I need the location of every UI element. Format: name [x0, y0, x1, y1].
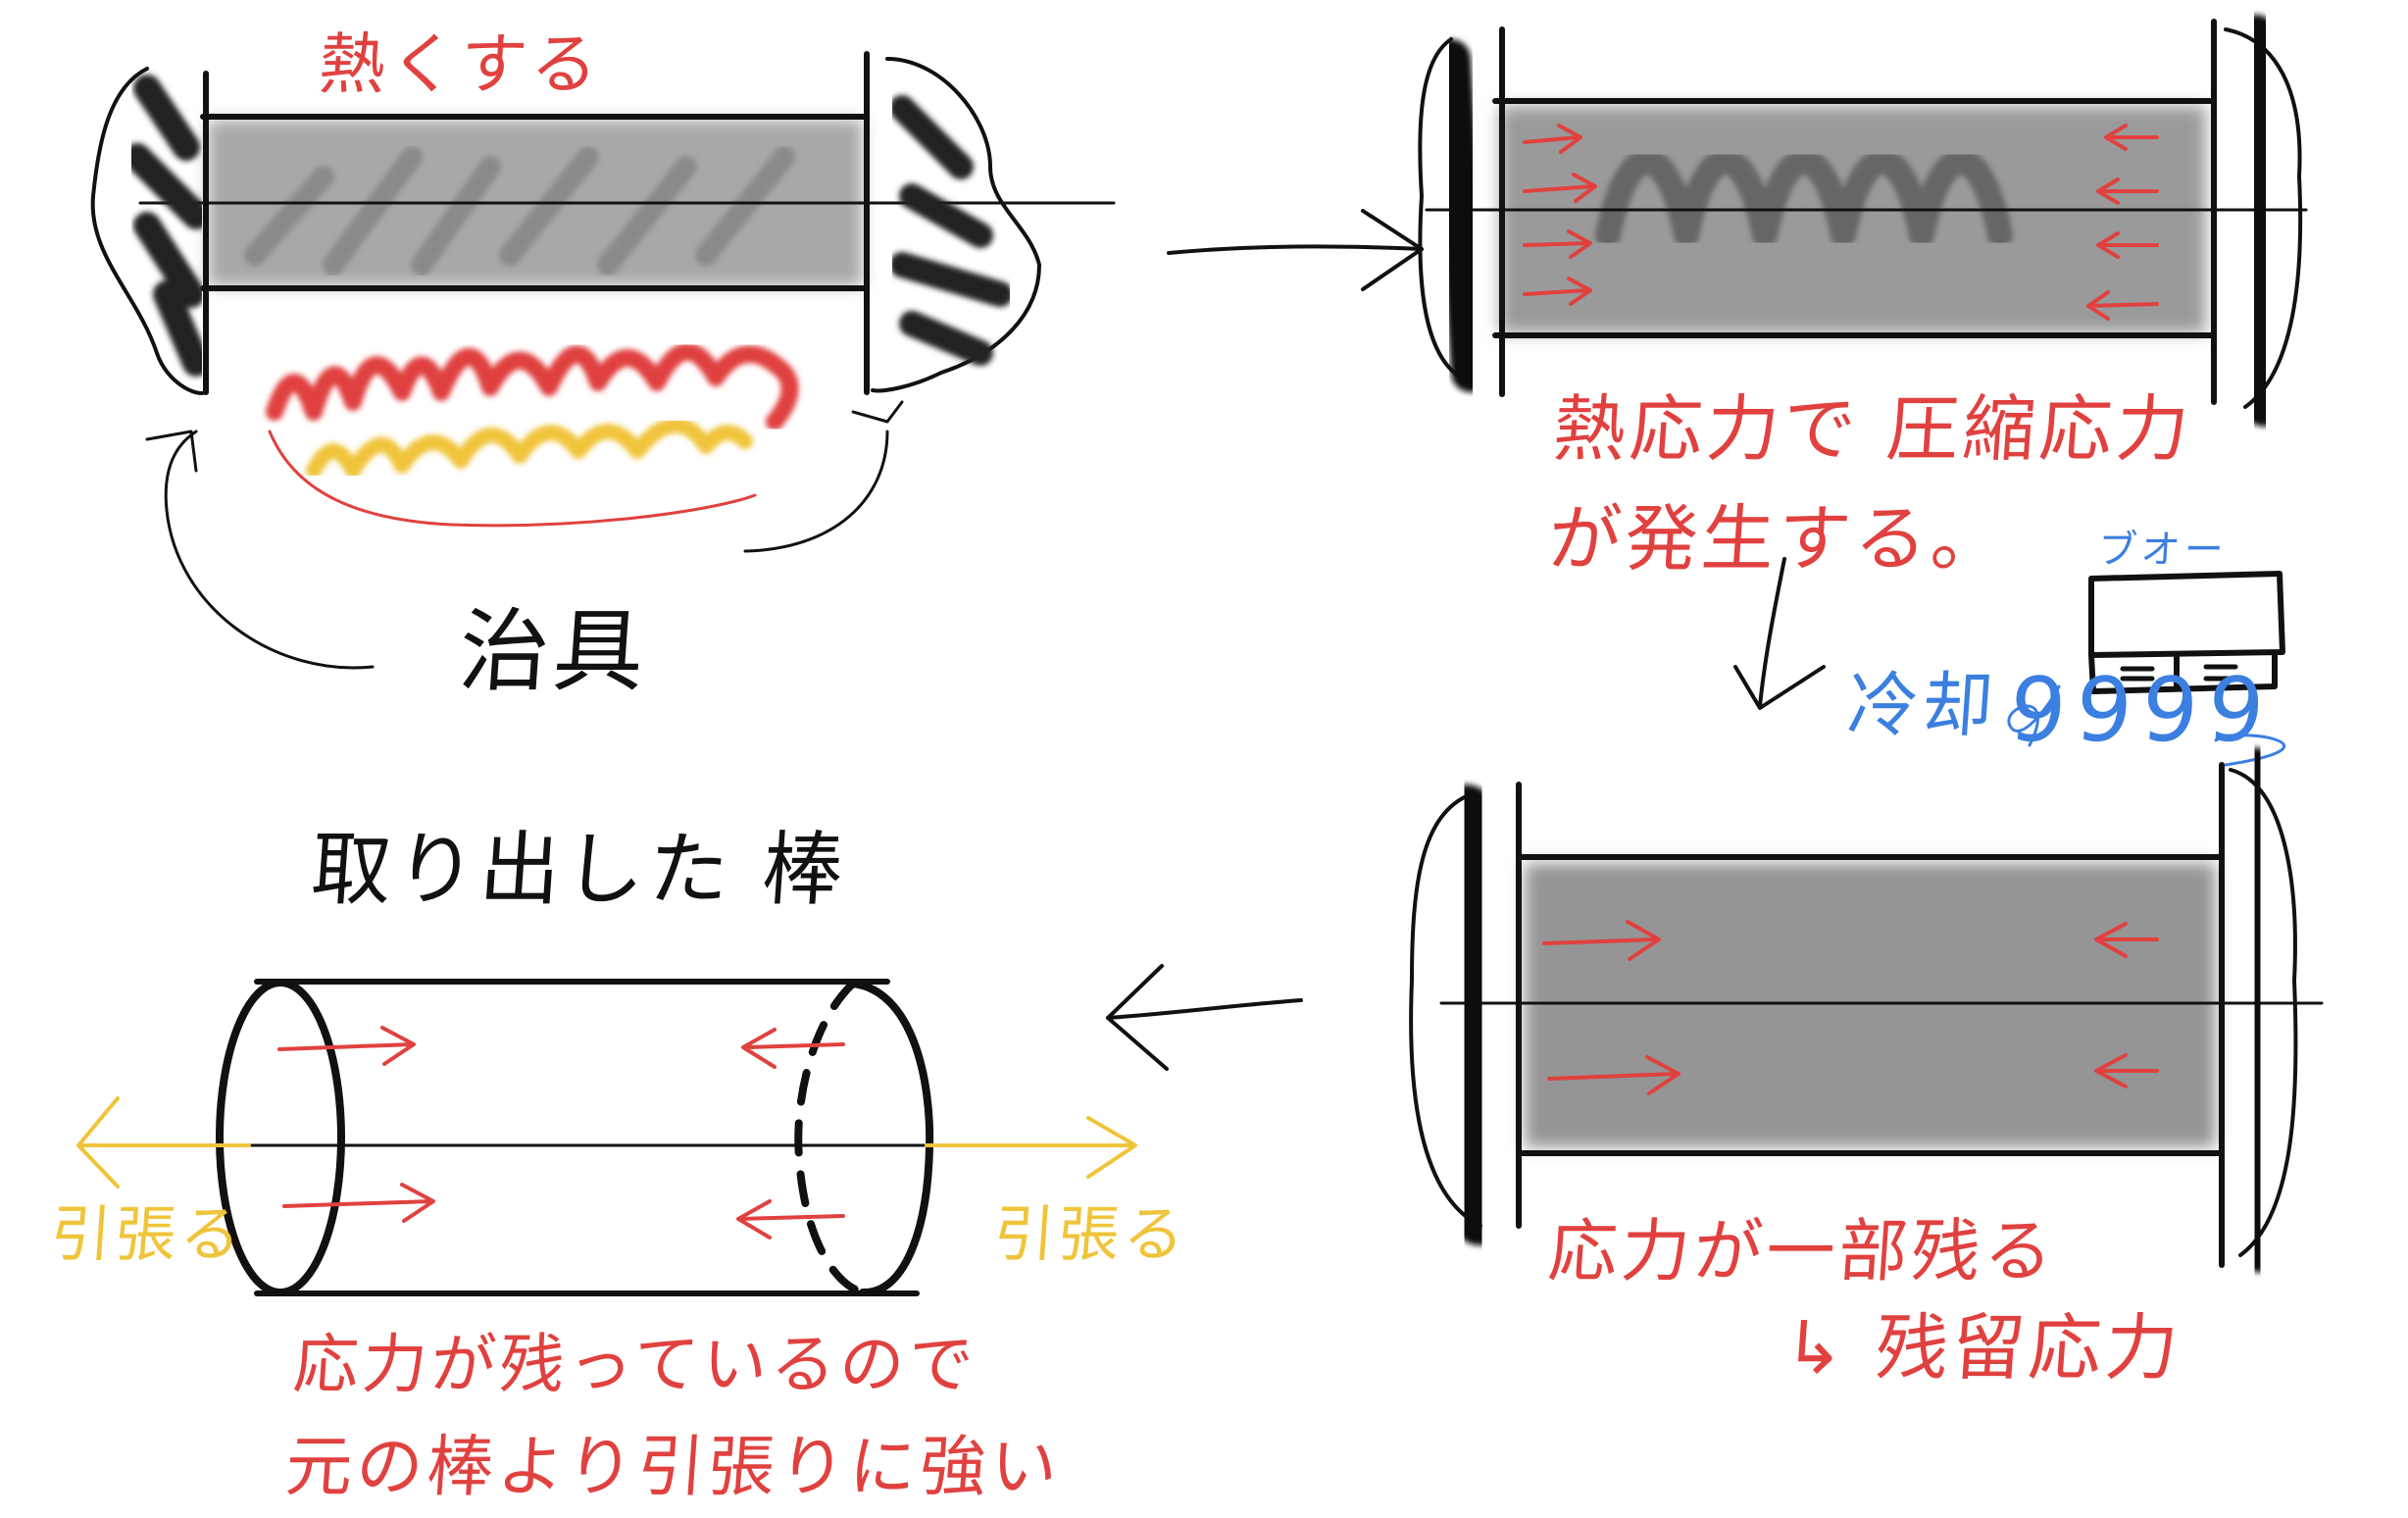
heat-swirl: [1595, 149, 2013, 248]
compression-arrows: [1523, 124, 2159, 321]
pull-label-right: 引張る: [991, 1198, 1191, 1270]
rod-end-left: [216, 979, 345, 1296]
heat-streaks: [244, 146, 795, 276]
compression-text-line2: が発生する。: [1545, 497, 2011, 582]
panel-compression: [1418, 15, 2308, 427]
flame-drawing: [266, 342, 799, 528]
cooling-label: 冷却: [1844, 664, 2000, 746]
jig-label: 治具: [455, 599, 652, 704]
arrow-down: [1733, 557, 1826, 710]
fan-icon: [2088, 571, 2285, 694]
panel-residual: [1409, 747, 2324, 1273]
residual-text-line2: ↳ 残留応力: [1781, 1306, 2185, 1391]
rod-end-right: [849, 980, 934, 1297]
residual-text-line1: 応力が一部残る: [1545, 1211, 2060, 1291]
rod-cooled: [1525, 863, 2216, 1147]
pull-arrows: [76, 1096, 1137, 1189]
conclusion-line1: 応力が残っているので: [290, 1327, 980, 1402]
panel-heating: [90, 51, 1116, 670]
conclusion-line2: 元の棒より引張りに強い: [282, 1429, 1064, 1506]
compression-text-line1: 熱応力で 圧縮応力: [1550, 387, 2196, 472]
fan-sound-label: ブオー: [2096, 528, 2230, 573]
wind-label: 9999: [2006, 659, 2278, 762]
panel-rod: [76, 979, 1137, 1297]
rod-title: 取り出した 棒: [308, 824, 850, 917]
jig-right: [864, 51, 1041, 395]
rod-stress-arrows: [277, 1026, 845, 1240]
residual-arrows: [1542, 920, 2159, 1095]
heat-label: 熱くする: [316, 26, 605, 104]
arrow-right-1: [1167, 209, 1424, 291]
pull-label-left: 引張る: [48, 1198, 248, 1270]
arrow-left: [1106, 964, 1303, 1071]
jig-left: [90, 67, 210, 395]
jig-pointer-arrows: [145, 400, 904, 670]
